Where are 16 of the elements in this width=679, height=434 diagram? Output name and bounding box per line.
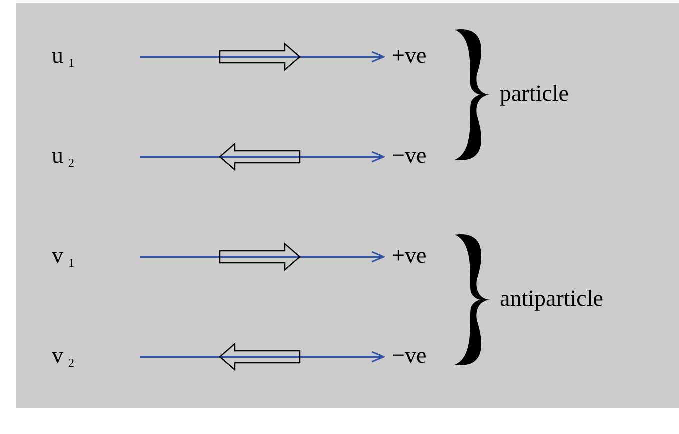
charge-label: +ve bbox=[392, 242, 427, 270]
charge-label: +ve bbox=[392, 42, 427, 70]
brace bbox=[455, 30, 491, 160]
symbol-label: u$_{1}$ bbox=[52, 42, 74, 72]
arrow bbox=[140, 251, 385, 263]
symbol-label: v$_{1}$ bbox=[52, 242, 74, 272]
brace bbox=[455, 234, 491, 366]
arrow bbox=[140, 351, 385, 363]
arrow bbox=[140, 51, 385, 63]
group-label: antiparticle bbox=[500, 285, 604, 313]
symbol-label: u$_{2}$ bbox=[52, 142, 74, 172]
group-label: particle bbox=[500, 80, 569, 108]
arrow bbox=[140, 151, 385, 163]
symbol-label: v$_{2}$ bbox=[52, 342, 74, 372]
charge-label: −ve bbox=[392, 142, 427, 170]
charge-label: −ve bbox=[392, 342, 427, 370]
